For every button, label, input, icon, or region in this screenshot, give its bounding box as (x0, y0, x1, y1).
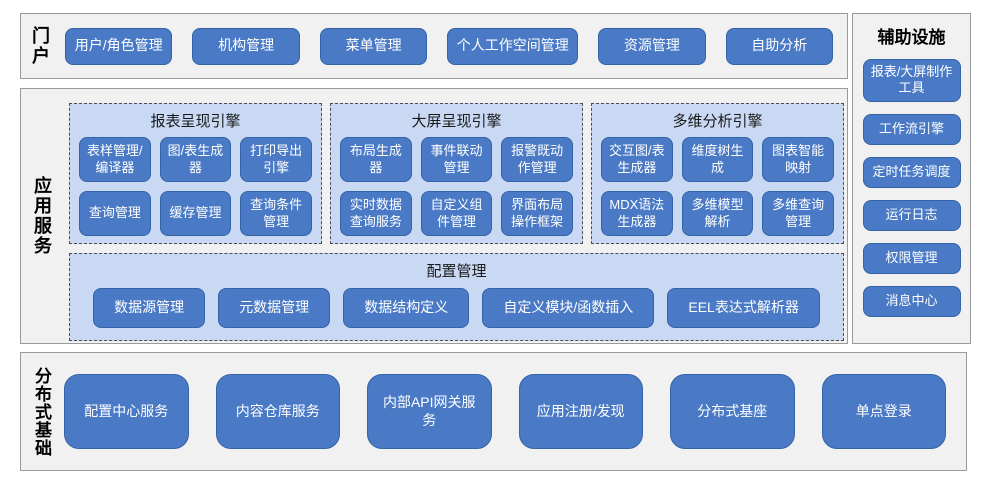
aux-button-runlog[interactable]: 运行日志 (862, 199, 961, 231)
olap-engine-title: 多维分析引擎 (672, 113, 763, 130)
dist-button-sso[interactable]: 单点登录 (821, 374, 946, 449)
report-engine-grid: 表样管理/编译器 图/表生成器 打印导出引擎 查询管理 缓存管理 查询条件管理 (70, 134, 321, 247)
aux-button-scheduler[interactable]: 定时任务调度 (862, 156, 961, 188)
module-button[interactable]: 布局生成器 (340, 137, 412, 182)
config-management-group: 配置管理 数据源管理 元数据管理 数据结构定义 自定义模块/函数插入 EEL表达… (69, 253, 844, 341)
module-button[interactable]: 事件联动管理 (420, 137, 493, 182)
config-button-datasource[interactable]: 数据源管理 (93, 288, 206, 328)
bigscreen-engine-title: 大屏呈现引擎 (411, 113, 502, 130)
module-button[interactable]: 打印导出引擎 (240, 137, 312, 182)
module-button[interactable]: 界面布局操作框架 (501, 191, 573, 236)
app-services-label: 应用服务 (32, 176, 52, 256)
engine-groups-row: 报表呈现引擎 表样管理/编译器 图/表生成器 打印导出引擎 查询管理 缓存管理 … (69, 103, 844, 244)
dist-button-content-repo[interactable]: 内容仓库服务 (215, 374, 340, 449)
dist-button-distributed-base[interactable]: 分布式基座 (670, 374, 795, 449)
portal-button-org[interactable]: 机构管理 (192, 27, 300, 65)
module-button[interactable]: MDX语法生成器 (601, 191, 673, 236)
aux-button-report-tool[interactable]: 报表/大屏制作工具 (862, 59, 961, 102)
module-button[interactable]: 多维模型解析 (681, 191, 754, 236)
auxiliary-buttons-column: 报表/大屏制作工具 工作流引擎 定时任务调度 运行日志 权限管理 消息中心 (853, 59, 970, 317)
aux-button-message-center[interactable]: 消息中心 (862, 285, 961, 317)
config-management-title: 配置管理 (426, 263, 487, 280)
module-button[interactable]: 表样管理/编译器 (79, 137, 151, 182)
module-button[interactable]: 图/表生成器 (159, 137, 232, 182)
distributed-label: 分布式基础 (32, 366, 51, 457)
distributed-buttons-row: 配置中心服务 内容仓库服务 内部API网关服务 应用注册/发现 分布式基座 单点… (64, 374, 946, 449)
portal-label: 门户 (30, 26, 50, 66)
olap-engine-grid: 交互图/表生成器 维度树生成 图表智能映射 MDX语法生成器 多维模型解析 多维… (592, 134, 843, 247)
dist-button-api-gateway[interactable]: 内部API网关服务 (367, 374, 492, 449)
module-button[interactable]: 维度树生成 (681, 137, 754, 182)
module-button[interactable]: 自定义组件管理 (420, 191, 493, 236)
aux-button-workflow[interactable]: 工作流引擎 (862, 113, 961, 145)
module-button[interactable]: 实时数据查询服务 (340, 191, 412, 236)
module-button[interactable]: 查询管理 (79, 191, 151, 236)
report-engine-group: 报表呈现引擎 表样管理/编译器 图/表生成器 打印导出引擎 查询管理 缓存管理 … (69, 103, 322, 244)
portal-section: 门户 用户/角色管理 机构管理 菜单管理 个人工作空间管理 资源管理 自助分析 (20, 13, 848, 79)
olap-engine-group: 多维分析引擎 交互图/表生成器 维度树生成 图表智能映射 MDX语法生成器 多维… (591, 103, 844, 244)
distributed-section: 分布式基础 配置中心服务 内容仓库服务 内部API网关服务 应用注册/发现 分布… (20, 352, 967, 471)
module-button[interactable]: 交互图/表生成器 (601, 137, 673, 182)
auxiliary-section: 辅助设施 报表/大屏制作工具 工作流引擎 定时任务调度 运行日志 权限管理 消息… (852, 13, 971, 344)
app-services-section: 应用服务 报表呈现引擎 表样管理/编译器 图/表生成器 打印导出引擎 查询管理 … (20, 88, 848, 344)
portal-button-selfservice[interactable]: 自助分析 (725, 27, 833, 65)
dist-button-config-center[interactable]: 配置中心服务 (64, 374, 189, 449)
aux-button-permission[interactable]: 权限管理 (862, 242, 961, 274)
dist-button-app-registry[interactable]: 应用注册/发现 (518, 374, 643, 449)
bigscreen-engine-group: 大屏呈现引擎 布局生成器 事件联动管理 报警既动作管理 实时数据查询服务 自定义… (330, 103, 583, 244)
module-button[interactable]: 多维查询管理 (762, 191, 834, 236)
config-button-custom-module[interactable]: 自定义模块/函数插入 (482, 288, 655, 328)
module-button[interactable]: 缓存管理 (159, 191, 232, 236)
module-button[interactable]: 报警既动作管理 (501, 137, 573, 182)
module-button[interactable]: 图表智能映射 (762, 137, 834, 182)
portal-button-workspace[interactable]: 个人工作空间管理 (447, 27, 579, 65)
portal-button-resource[interactable]: 资源管理 (598, 27, 706, 65)
config-buttons-row: 数据源管理 元数据管理 数据结构定义 自定义模块/函数插入 EEL表达式解析器 (70, 284, 843, 340)
config-button-metadata[interactable]: 元数据管理 (218, 288, 331, 328)
portal-buttons-row: 用户/角色管理 机构管理 菜单管理 个人工作空间管理 资源管理 自助分析 (65, 27, 833, 65)
portal-button-menu[interactable]: 菜单管理 (319, 27, 428, 65)
config-button-eel-parser[interactable]: EEL表达式解析器 (667, 288, 820, 328)
report-engine-title: 报表呈现引擎 (150, 113, 241, 130)
portal-button-user-role[interactable]: 用户/角色管理 (65, 27, 173, 65)
config-button-datastruct[interactable]: 数据结构定义 (343, 288, 470, 328)
module-button[interactable]: 查询条件管理 (240, 191, 312, 236)
auxiliary-title: 辅助设施 (877, 28, 946, 47)
bigscreen-engine-grid: 布局生成器 事件联动管理 报警既动作管理 实时数据查询服务 自定义组件管理 界面… (331, 134, 582, 247)
